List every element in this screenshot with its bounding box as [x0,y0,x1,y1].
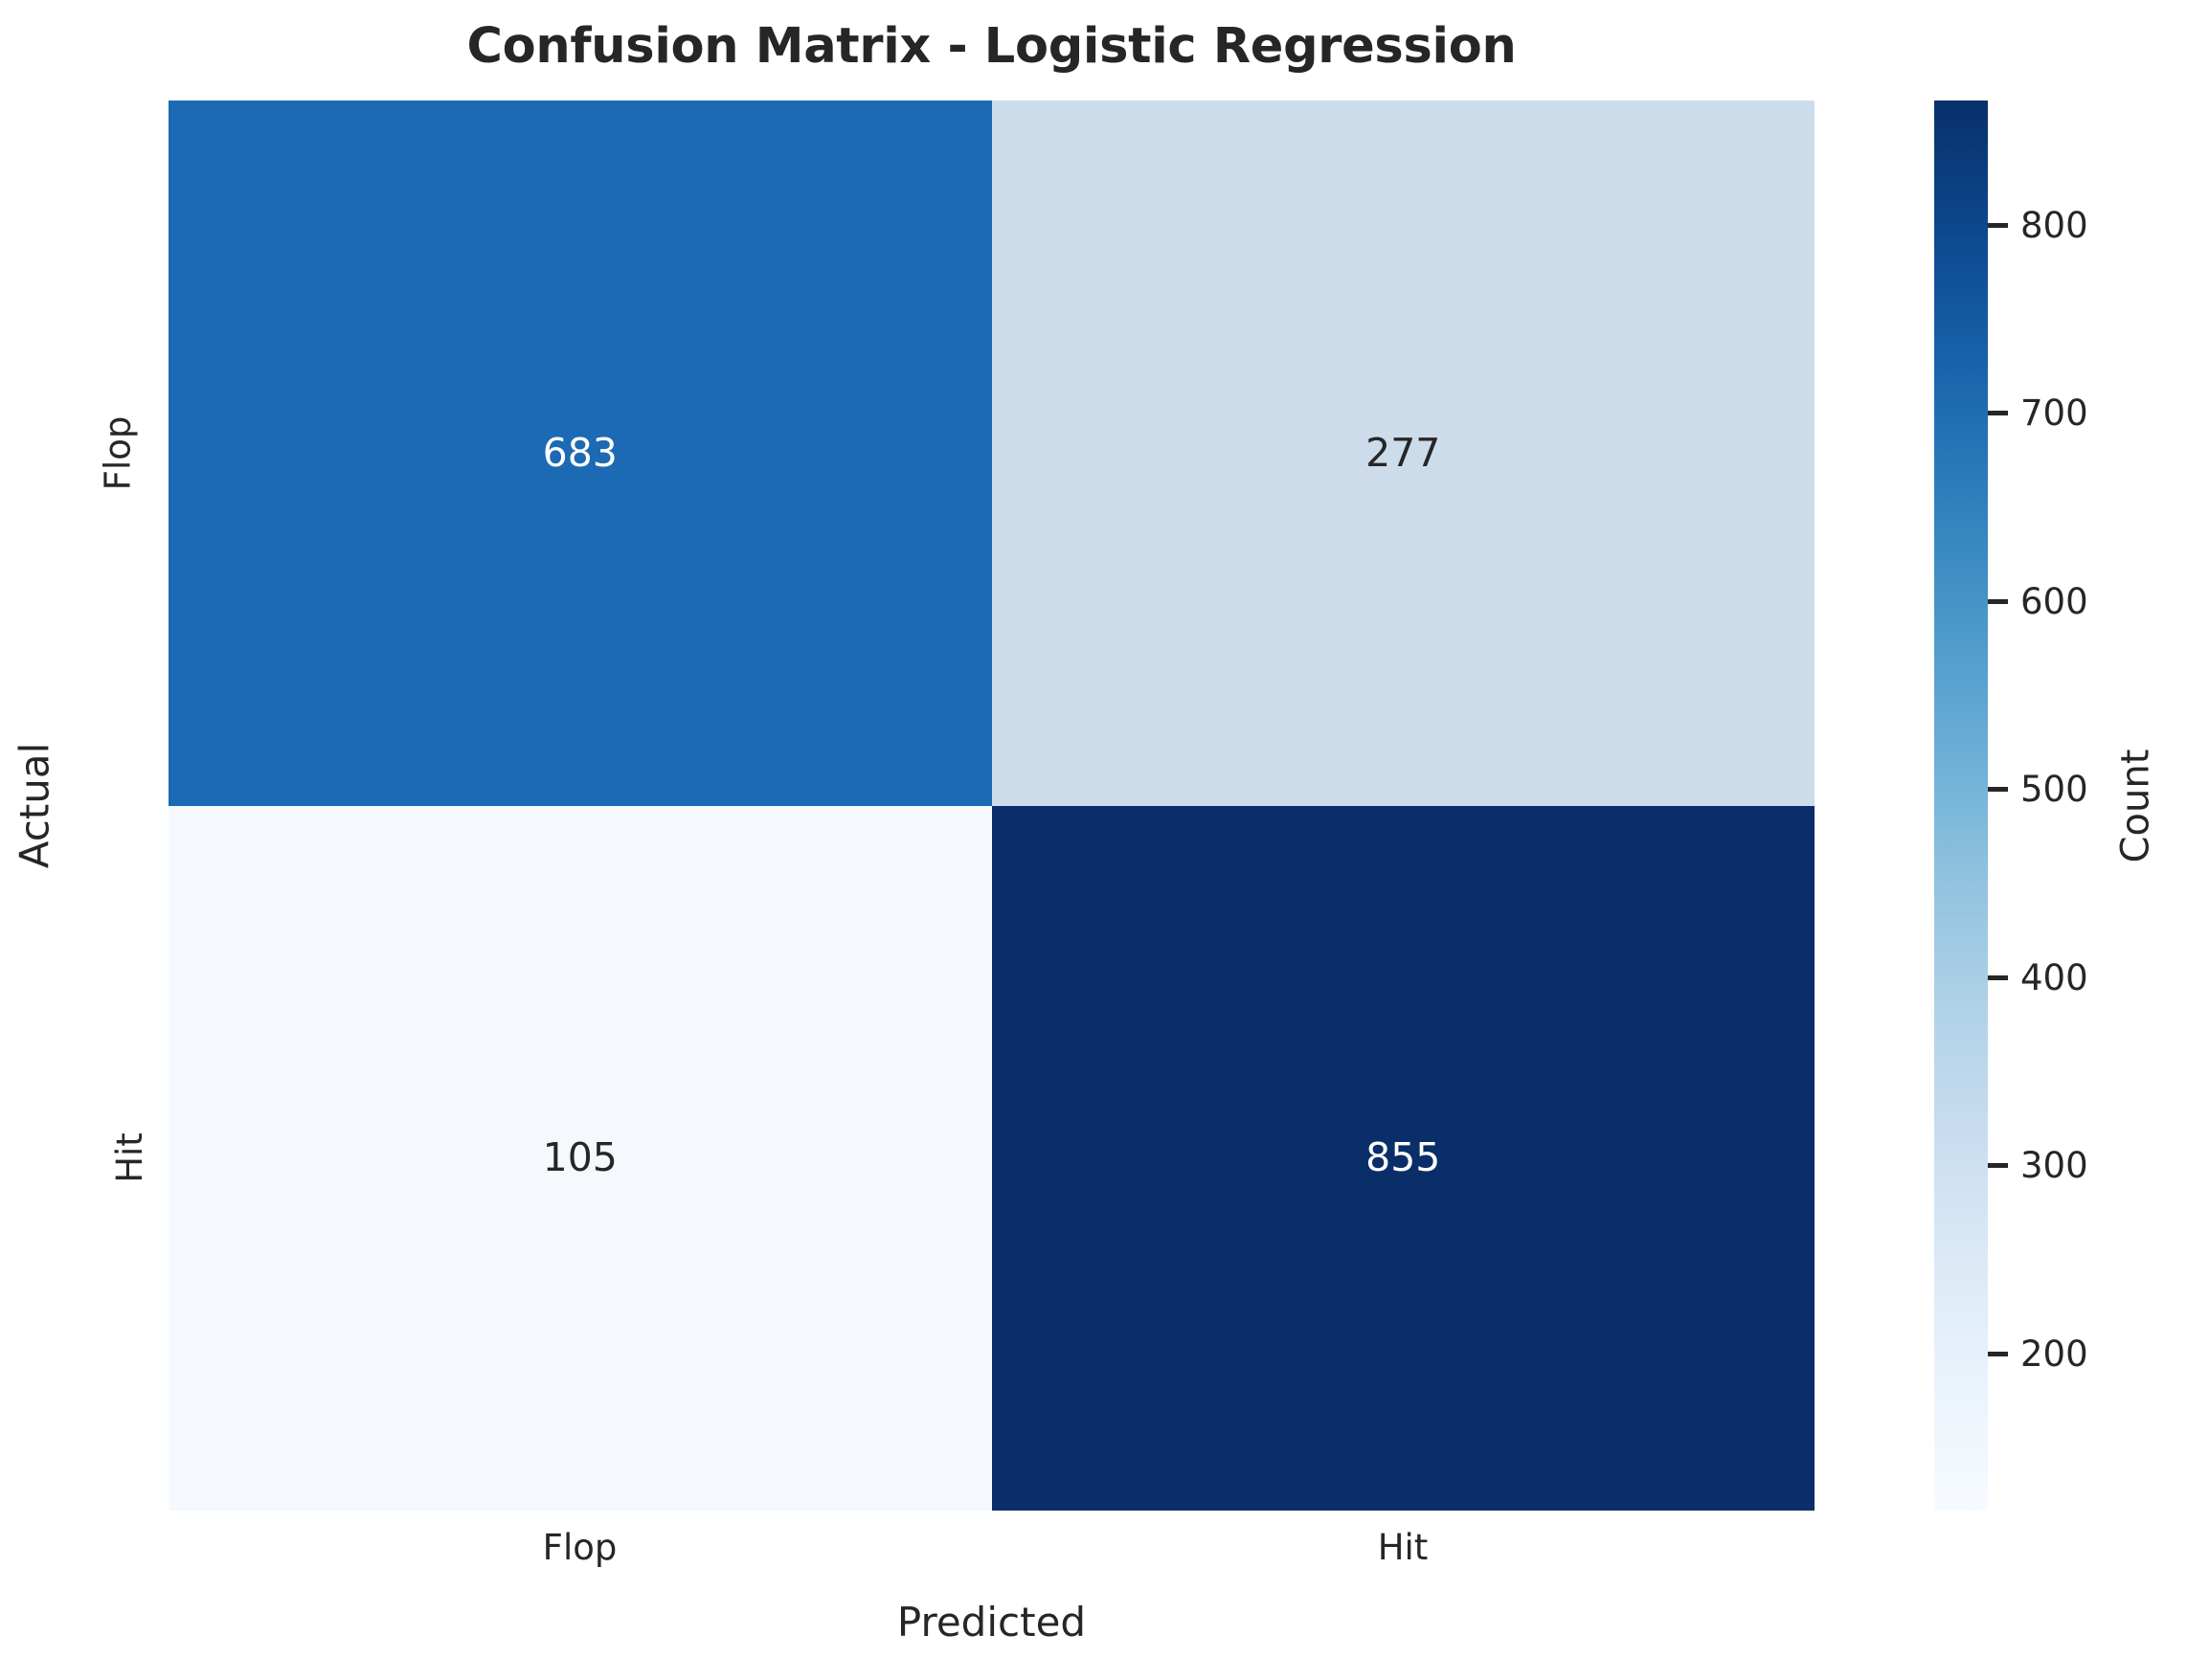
colorbar: 800 700 600 500 400 300 200 [1934,101,2088,1511]
tick-mark-icon [1988,410,2008,415]
colorbar-tick-text: 500 [2020,768,2088,810]
colorbar-title-text: Count [2112,749,2157,862]
x-tick-label-flop: Flop [542,1526,618,1568]
colorbar-tick-text: 600 [2020,580,2088,622]
heatmap-cell-hit-flop: 105 [169,805,992,1511]
colorbar-tick-text: 200 [2020,1333,2088,1375]
colorbar-tick-text: 700 [2020,392,2088,434]
y-axis-title: Actual [0,101,130,1511]
cell-value: 855 [1365,1134,1441,1181]
tick-mark-icon [1988,974,2008,980]
y-axis-title-text: Actual [11,742,58,869]
colorbar-tick-text: 300 [2020,1144,2088,1186]
x-axis-title: Predicted [896,1598,1087,1646]
colorbar-tick-text: 400 [2020,956,2088,998]
cell-value: 277 [1365,429,1441,476]
tick-mark-icon [1988,222,2008,228]
colorbar-tick-text: 800 [2020,204,2088,246]
tick-mark-icon [1988,1351,2008,1356]
cell-value: 683 [542,429,618,476]
tick-mark-icon [1988,786,2008,792]
heatmap-cell-flop-flop: 683 [169,101,992,806]
heatmap-grid: 683 277 105 855 [169,101,1815,1511]
colorbar-title: Count [2078,101,2187,1511]
x-tick-label-hit: Hit [1377,1526,1429,1568]
tick-mark-icon [1988,1162,2008,1168]
heatmap-cell-hit-hit: 855 [991,805,1815,1511]
colorbar-gradient [1934,101,1988,1511]
cell-value: 105 [542,1134,618,1181]
tick-mark-icon [1988,598,2008,604]
page-title: Confusion Matrix - Logistic Regression [466,17,1517,75]
heatmap-cell-flop-hit: 277 [991,101,1815,806]
